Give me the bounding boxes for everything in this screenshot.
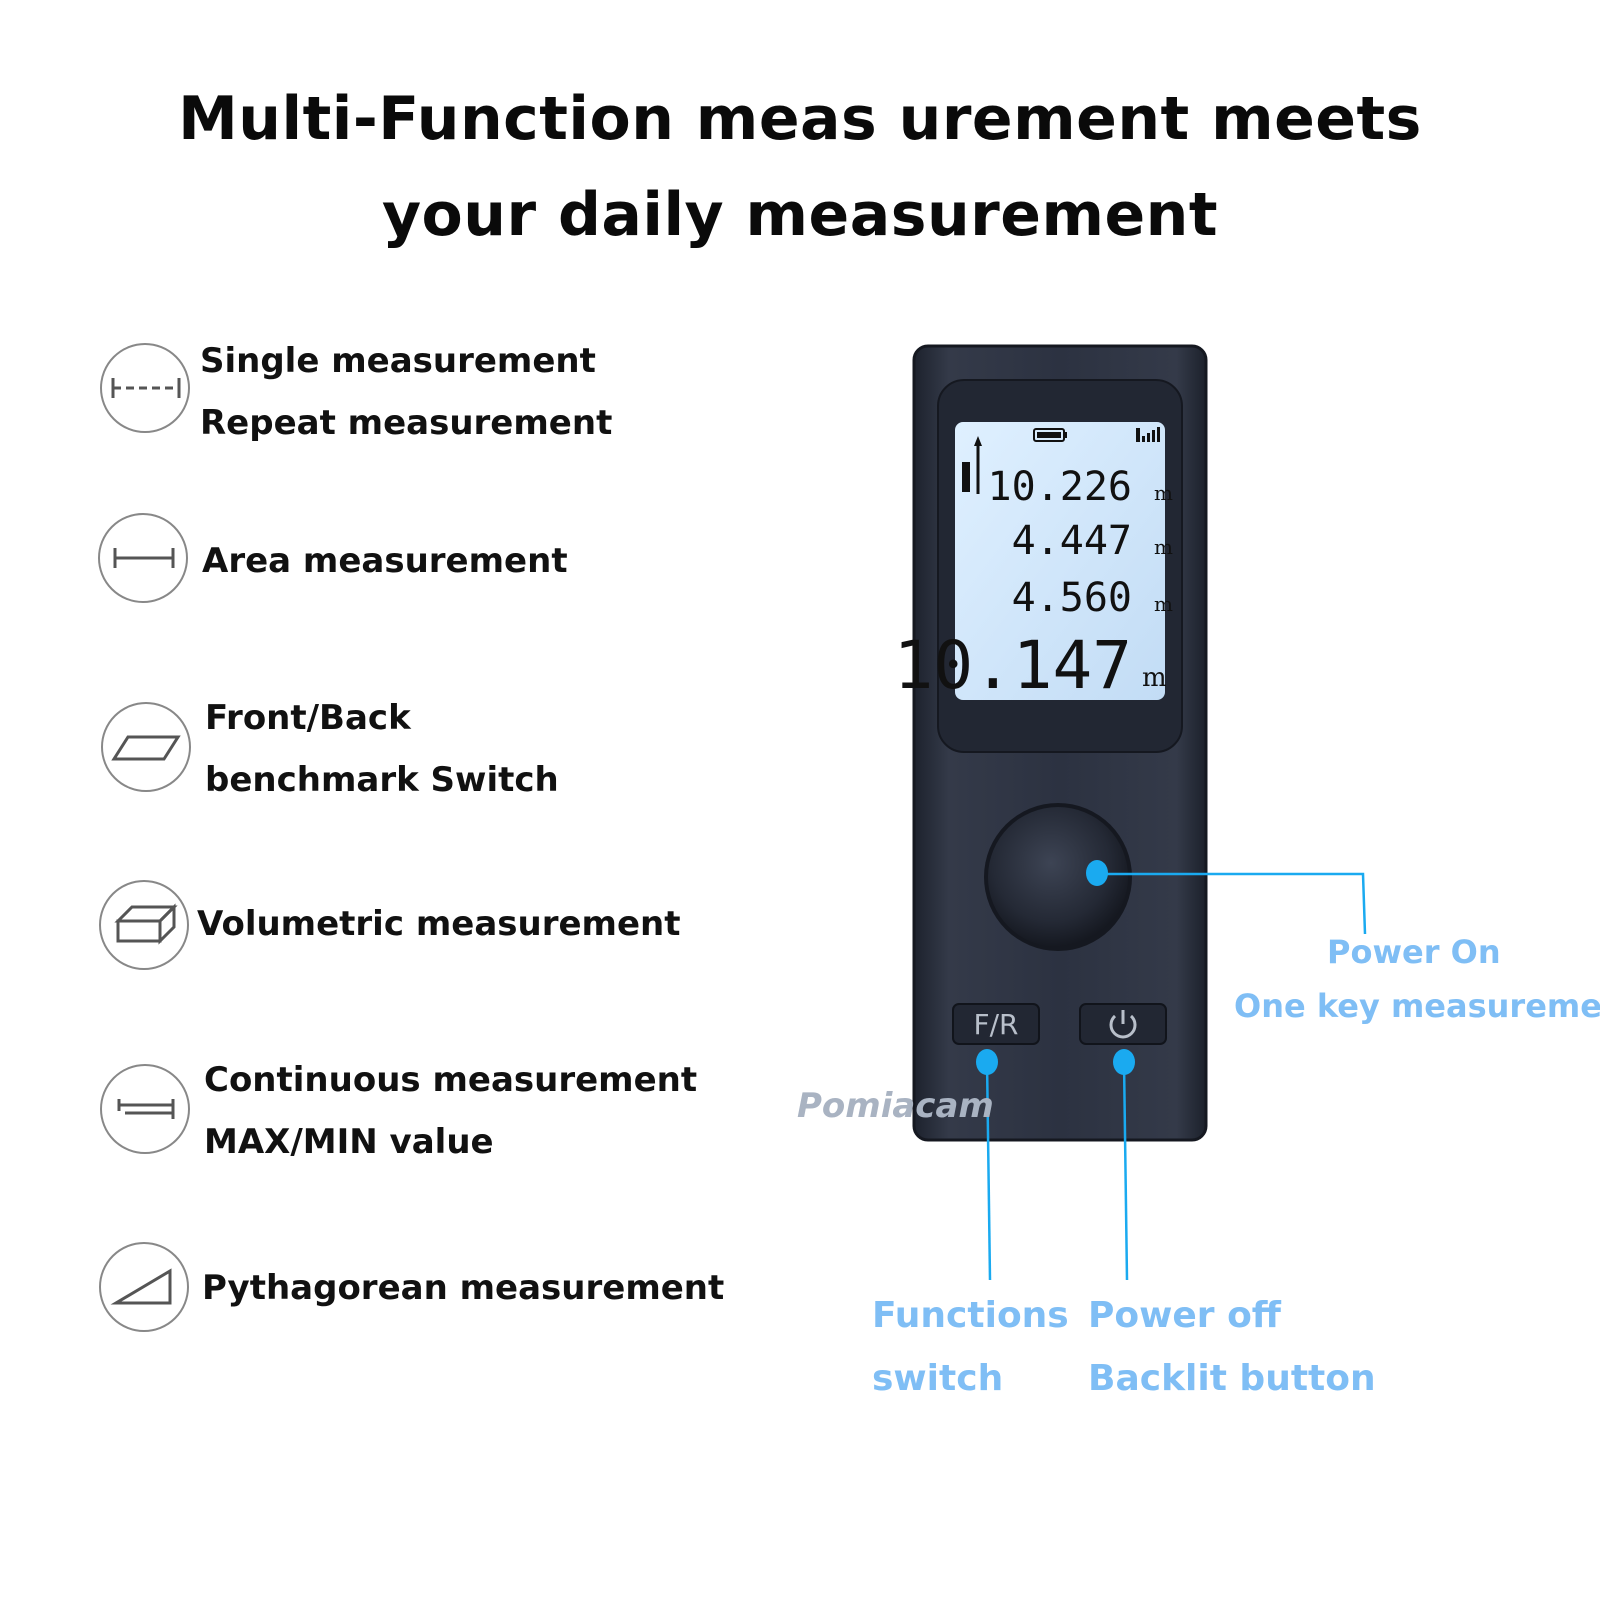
signal-icon xyxy=(1136,427,1160,442)
brand-watermark: Pomiacam xyxy=(797,1086,994,1126)
callout-functions-line-1: Functions xyxy=(872,1295,1069,1336)
fr-button xyxy=(952,1003,1040,1045)
feature-benchmark-line-1: Front/Back xyxy=(205,698,411,738)
feature-single-line-1: Single measurement xyxy=(200,341,596,381)
measure-knob xyxy=(988,807,1128,947)
lcd-main-reading: 10.147 xyxy=(894,627,1132,704)
lcd-reading-2: 4.447 xyxy=(1012,518,1132,564)
area-measure-icon xyxy=(98,513,188,603)
lcd-unit-3: m xyxy=(1154,592,1173,616)
feature-single-line-2: Repeat measurement xyxy=(200,403,613,443)
feature-continuous-line-2: MAX/MIN value xyxy=(204,1122,494,1162)
headline-line-2: your daily measurement xyxy=(381,180,1219,250)
callout-power-on-line-1: Power On xyxy=(1327,933,1501,971)
pythagorean-measure-icon xyxy=(99,1242,189,1332)
lcd-reading-3: 4.560 xyxy=(1012,575,1132,621)
feature-continuous-line-1: Continuous measurement xyxy=(204,1060,698,1100)
single-measure-icon xyxy=(100,343,190,433)
lcd-reading-1: 10.226 xyxy=(988,464,1133,510)
lcd-unit-2: m xyxy=(1154,535,1173,559)
battery-icon xyxy=(1033,428,1067,442)
headline-line-1: Multi-Function meas urement meets xyxy=(178,84,1422,154)
callout-dot-power-off xyxy=(1113,1049,1135,1075)
volume-measure-icon xyxy=(99,880,189,970)
reference-icon xyxy=(962,436,982,494)
lcd-unit-1: m xyxy=(1154,481,1173,505)
benchmark-switch-icon xyxy=(101,702,191,792)
feature-benchmark-line-2: benchmark Switch xyxy=(205,760,559,800)
feature-pythagorean: Pythagorean measurement xyxy=(202,1268,725,1308)
callout-power-off-line-1: Power off xyxy=(1088,1295,1281,1336)
callout-functions-line-2: switch xyxy=(872,1358,1004,1399)
power-icon xyxy=(1109,1010,1137,1039)
callout-power-on-line-2: One key measurement xyxy=(1234,987,1600,1025)
callout-power-off-line-2: Backlit button xyxy=(1088,1358,1376,1399)
feature-volume: Volumetric measurement xyxy=(197,904,681,944)
callout-dot-power-on xyxy=(1086,860,1108,886)
lcd-main-unit: m xyxy=(1142,663,1167,693)
fr-button-label: F/R xyxy=(974,1008,1019,1041)
callout-dot-functions xyxy=(976,1049,998,1075)
feature-area: Area measurement xyxy=(202,541,568,581)
continuous-measure-icon xyxy=(100,1064,190,1154)
